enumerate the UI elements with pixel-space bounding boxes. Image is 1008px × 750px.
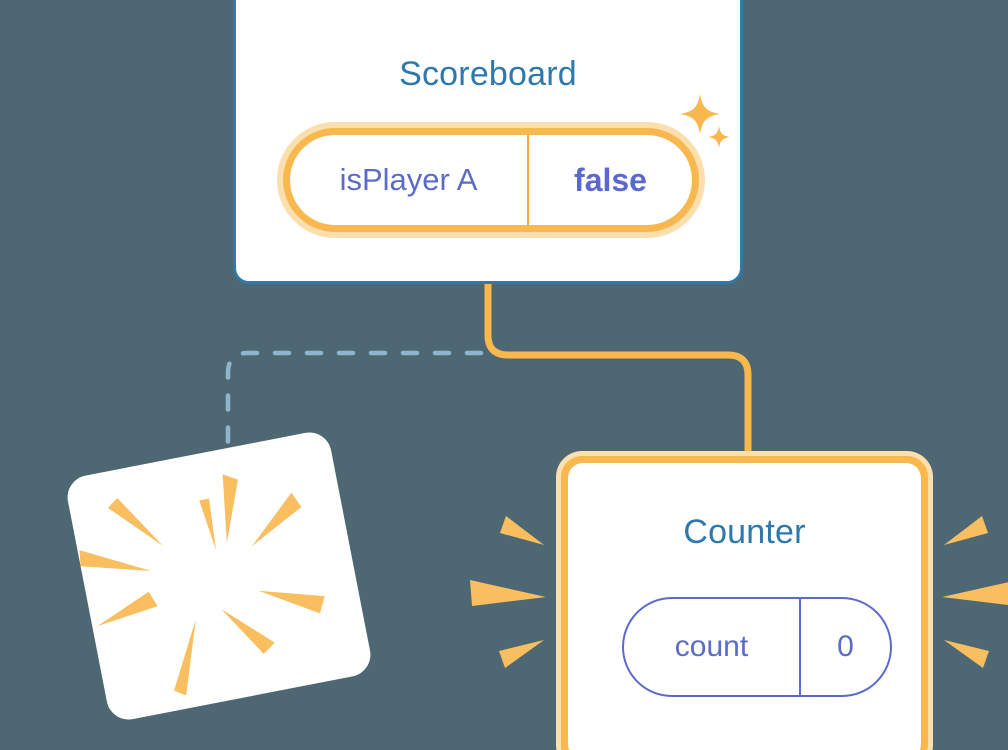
burst-ray — [199, 498, 217, 551]
sparkle-star-small-icon — [708, 126, 730, 148]
burst-ray — [944, 640, 989, 668]
burst-rays-icon — [79, 474, 325, 696]
burst-ray — [944, 516, 988, 545]
update-burst-card[interactable] — [63, 428, 375, 724]
counter-property-value: 0 — [837, 630, 854, 663]
solid-connector-scoreboard-to-counter — [484, 277, 752, 462]
scoreboard-node[interactable]: Scoreboard isPlayer A false — [233, 0, 743, 284]
counter-burst-right-icon — [942, 516, 1008, 668]
scoreboard-title: Scoreboard — [399, 55, 577, 93]
scoreboard-property-key: isPlayer A — [290, 135, 529, 225]
burst-ray — [222, 474, 238, 543]
burst-ray — [500, 516, 544, 545]
sparkle-group — [680, 94, 730, 148]
burst-ray — [942, 582, 1008, 606]
burst-ray — [174, 619, 196, 696]
burst-ray — [258, 590, 325, 614]
burst-ray — [221, 609, 275, 654]
counter-surface: Counter count 0 — [568, 463, 921, 750]
counter-property-pill[interactable]: count 0 — [622, 597, 892, 697]
counter-title: Counter — [683, 513, 806, 551]
burst-ray — [470, 580, 546, 606]
burst-ray — [107, 497, 164, 547]
counter-burst-left-icon — [470, 516, 546, 668]
burst-ray — [97, 591, 158, 627]
counter-highlight-ring: Counter count 0 — [561, 456, 928, 750]
counter-property-key: count — [624, 599, 801, 695]
sparkle-star-large-icon — [680, 94, 720, 134]
counter-node[interactable]: Counter count 0 — [556, 451, 933, 750]
scoreboard-property-highlight: isPlayer A false — [277, 122, 705, 238]
scoreboard-property-ring: isPlayer A false — [283, 128, 699, 232]
burst-ray — [251, 492, 302, 547]
scoreboard-property-pill[interactable]: isPlayer A false — [290, 135, 692, 225]
scoreboard-property-value: false — [574, 161, 647, 198]
burst-ray — [499, 640, 544, 668]
burst-ray — [79, 550, 151, 571]
